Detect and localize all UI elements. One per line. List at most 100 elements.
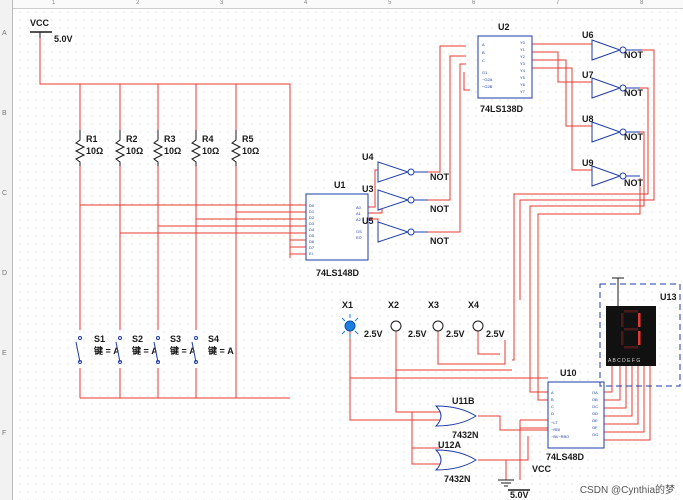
display-u13[interactable]: U13 A B C D E F G 1 <box>599 277 681 387</box>
column-mark: 7 <box>556 0 560 6</box>
probe-voltage: 2.5V <box>364 329 383 339</box>
inverter-body <box>591 121 622 143</box>
vcc-source-top[interactable]: VCC 5.0V <box>30 18 73 44</box>
pin-label: D2 <box>309 215 315 220</box>
segment-d <box>624 346 638 349</box>
resistor-value: 10Ω <box>202 146 219 156</box>
inverter-u8[interactable]: U8 NOT <box>582 114 644 143</box>
switch-key: 键 = A <box>131 345 158 356</box>
pin-label: D6 <box>309 239 315 244</box>
resistor-value: 10Ω <box>164 146 181 156</box>
switch-s4[interactable]: S4 键 = A <box>191 330 234 368</box>
switch-ref: S1 <box>94 334 105 344</box>
switch-s3[interactable]: S3 键 = A <box>153 330 196 368</box>
switch-lever <box>75 341 81 363</box>
inverter-ref: U3 <box>362 184 374 194</box>
switch-lever <box>153 341 159 363</box>
pin-label: EI <box>309 251 313 256</box>
pin-label: D4 <box>309 227 315 232</box>
chip-body <box>305 193 369 261</box>
inverter-bubble <box>407 168 415 176</box>
chip-u1[interactable]: U1 74LS148D D0 D1 D2 D3 D4 D5 D6 D7 EI A… <box>305 180 369 278</box>
inverter-u7[interactable]: U7 NOT <box>582 70 644 99</box>
segment-a <box>624 310 638 313</box>
pin-label: ~BI/~RBO <box>551 434 569 439</box>
switch-key: 键 = A <box>169 345 196 356</box>
row-mark: A <box>2 30 7 37</box>
chip-u2[interactable]: U2 74LS138D A B C G1 ~G2A ~G2B Y0 Y1 Y2 … <box>477 22 533 114</box>
pin-label: D1 <box>309 209 315 214</box>
segment-g <box>624 328 638 331</box>
probe-x1[interactable]: X1 2.5V <box>341 300 383 339</box>
switch-contact <box>118 336 122 340</box>
pin-label: OD <box>592 411 598 416</box>
or-gate-u11b[interactable]: U11B 7432N <box>434 396 479 440</box>
pin-label: Y2 <box>520 54 526 59</box>
gate-part: 7432N <box>444 474 471 484</box>
switch-key: 键 = A <box>93 345 120 356</box>
pin-label: Y7 <box>520 89 526 94</box>
switch-ref: S2 <box>132 334 143 344</box>
inverter-u4[interactable]: U4 NOT <box>362 152 450 183</box>
pin-label: C <box>551 404 554 409</box>
probe-lamp-lit <box>344 320 356 332</box>
pin-label: EO <box>356 235 362 240</box>
pin-label: C <box>482 58 485 63</box>
inverter-u6[interactable]: U6 NOT <box>582 30 644 61</box>
gate-ref: U12A <box>438 440 462 450</box>
inverter-u9[interactable]: U9 NOT <box>582 158 644 188</box>
probe-x2[interactable]: X2 2.5V <box>388 300 427 339</box>
inverter-part: NOT <box>624 132 644 142</box>
row-mark: C <box>2 190 8 197</box>
display-pin-labels: A B C D E F G <box>608 358 640 364</box>
switch-s1[interactable]: S1 键 = A <box>75 330 120 368</box>
inverter-body <box>377 161 410 183</box>
pin-label: ~G2A <box>482 77 493 82</box>
resistor-r1[interactable]: R1 10Ω <box>74 130 103 166</box>
inverter-part: NOT <box>430 236 450 246</box>
column-mark: 3 <box>220 0 224 6</box>
pin-label: D5 <box>309 233 315 238</box>
column-ruler: 1 2 3 4 5 6 7 8 <box>12 0 683 9</box>
pin-label: B <box>482 50 485 55</box>
switch-ref: S3 <box>170 334 181 344</box>
inverter-ref: U7 <box>582 70 594 80</box>
pin-label: OG <box>592 432 598 437</box>
or-gate-u12a[interactable]: U12A 7432N <box>434 440 477 484</box>
probe-lamp <box>472 320 484 332</box>
pin-label: G1 <box>482 70 488 75</box>
inverter-u3[interactable]: U3 NOT <box>362 184 450 214</box>
chip-part: 74LS48D <box>546 452 585 462</box>
pin-label: OC <box>592 404 598 409</box>
vcc-top-value: 5.0V <box>54 34 73 44</box>
switch-contact <box>78 336 82 340</box>
vcc-source-bottom[interactable]: VCC 5.0V <box>508 464 552 500</box>
probe-voltage: 2.5V <box>408 329 427 339</box>
resistor-r3[interactable]: R3 10Ω <box>152 130 181 166</box>
display-digit: 1 <box>646 316 649 322</box>
switch-s2[interactable]: S2 键 = A <box>115 330 158 368</box>
resistor-r2[interactable]: R2 10Ω <box>114 130 143 166</box>
column-mark: 4 <box>304 0 308 6</box>
switch-lever <box>115 341 121 363</box>
probe-x4[interactable]: X4 2.5V <box>468 300 505 339</box>
switch-ref: S4 <box>208 334 219 344</box>
resistor-r4[interactable]: R4 10Ω <box>190 130 219 166</box>
pin-label: OB <box>592 397 598 402</box>
resistor-symbol <box>74 130 86 166</box>
inverter-u5[interactable]: U5 NOT <box>362 216 450 246</box>
resistor-value: 10Ω <box>86 146 103 156</box>
resistor-r5[interactable]: R5 10Ω <box>230 130 259 166</box>
inverter-ref: U6 <box>582 30 594 40</box>
probe-x3[interactable]: X3 2.5V <box>428 300 465 339</box>
or-gate-body <box>434 405 477 427</box>
display-body <box>606 306 656 366</box>
gate-part: 7432N <box>452 430 479 440</box>
pin-label: D0 <box>309 203 315 208</box>
chip-u10[interactable]: U10 74LS48D A B C D ~LT ~RBI ~BI/~RBO OA… <box>546 368 605 462</box>
column-mark: 2 <box>136 0 140 6</box>
inverter-body <box>591 39 622 61</box>
resistor-ref: R2 <box>126 134 138 144</box>
column-mark: 6 <box>472 0 476 6</box>
